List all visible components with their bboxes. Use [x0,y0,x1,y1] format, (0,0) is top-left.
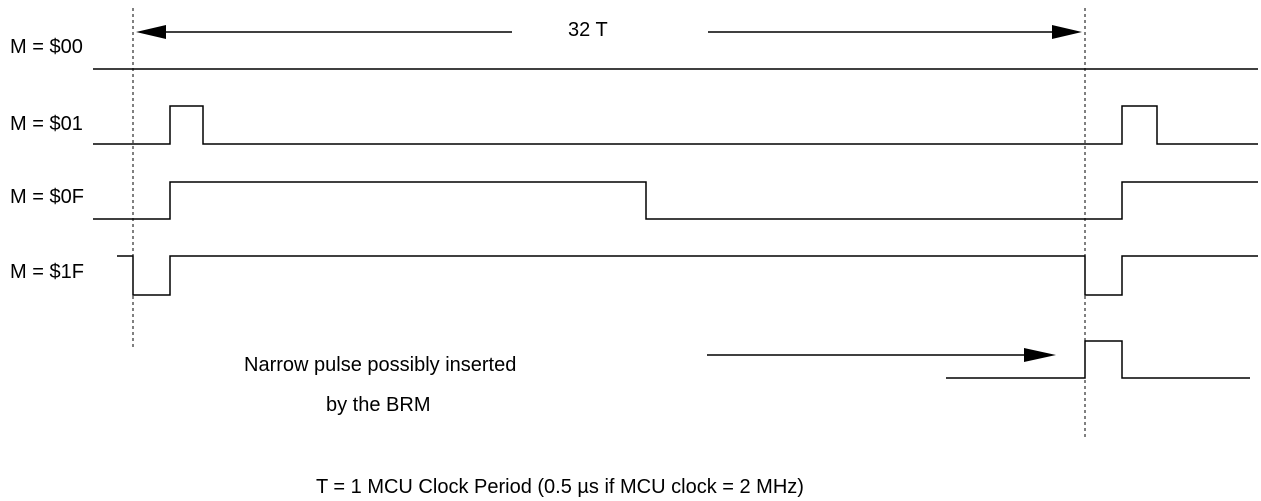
footnote: T = 1 MCU Clock Period (0.5 µs if MCU cl… [316,476,804,498]
annotation-line-2: by the BRM [326,394,430,416]
waveform-m01 [93,105,1258,145]
signal-label-m00: M = $00 [10,36,83,58]
period-arrow-left-head [136,25,166,39]
period-dimension: 32 T [136,19,1082,41]
waveform-m0f [93,181,1258,220]
brm-narrow-pulse [946,340,1250,379]
annotation-line-1: Narrow pulse possibly inserted [244,354,516,376]
signal-label-m01: M = $01 [10,113,83,135]
signal-label-m1f: M = $1F [10,261,84,283]
waveform-m1f [117,255,1258,296]
period-arrow-right-head [1052,25,1082,39]
annotation-arrow [707,348,1056,362]
period-label: 32 T [568,19,608,41]
signal-label-m0f: M = $0F [10,186,84,208]
